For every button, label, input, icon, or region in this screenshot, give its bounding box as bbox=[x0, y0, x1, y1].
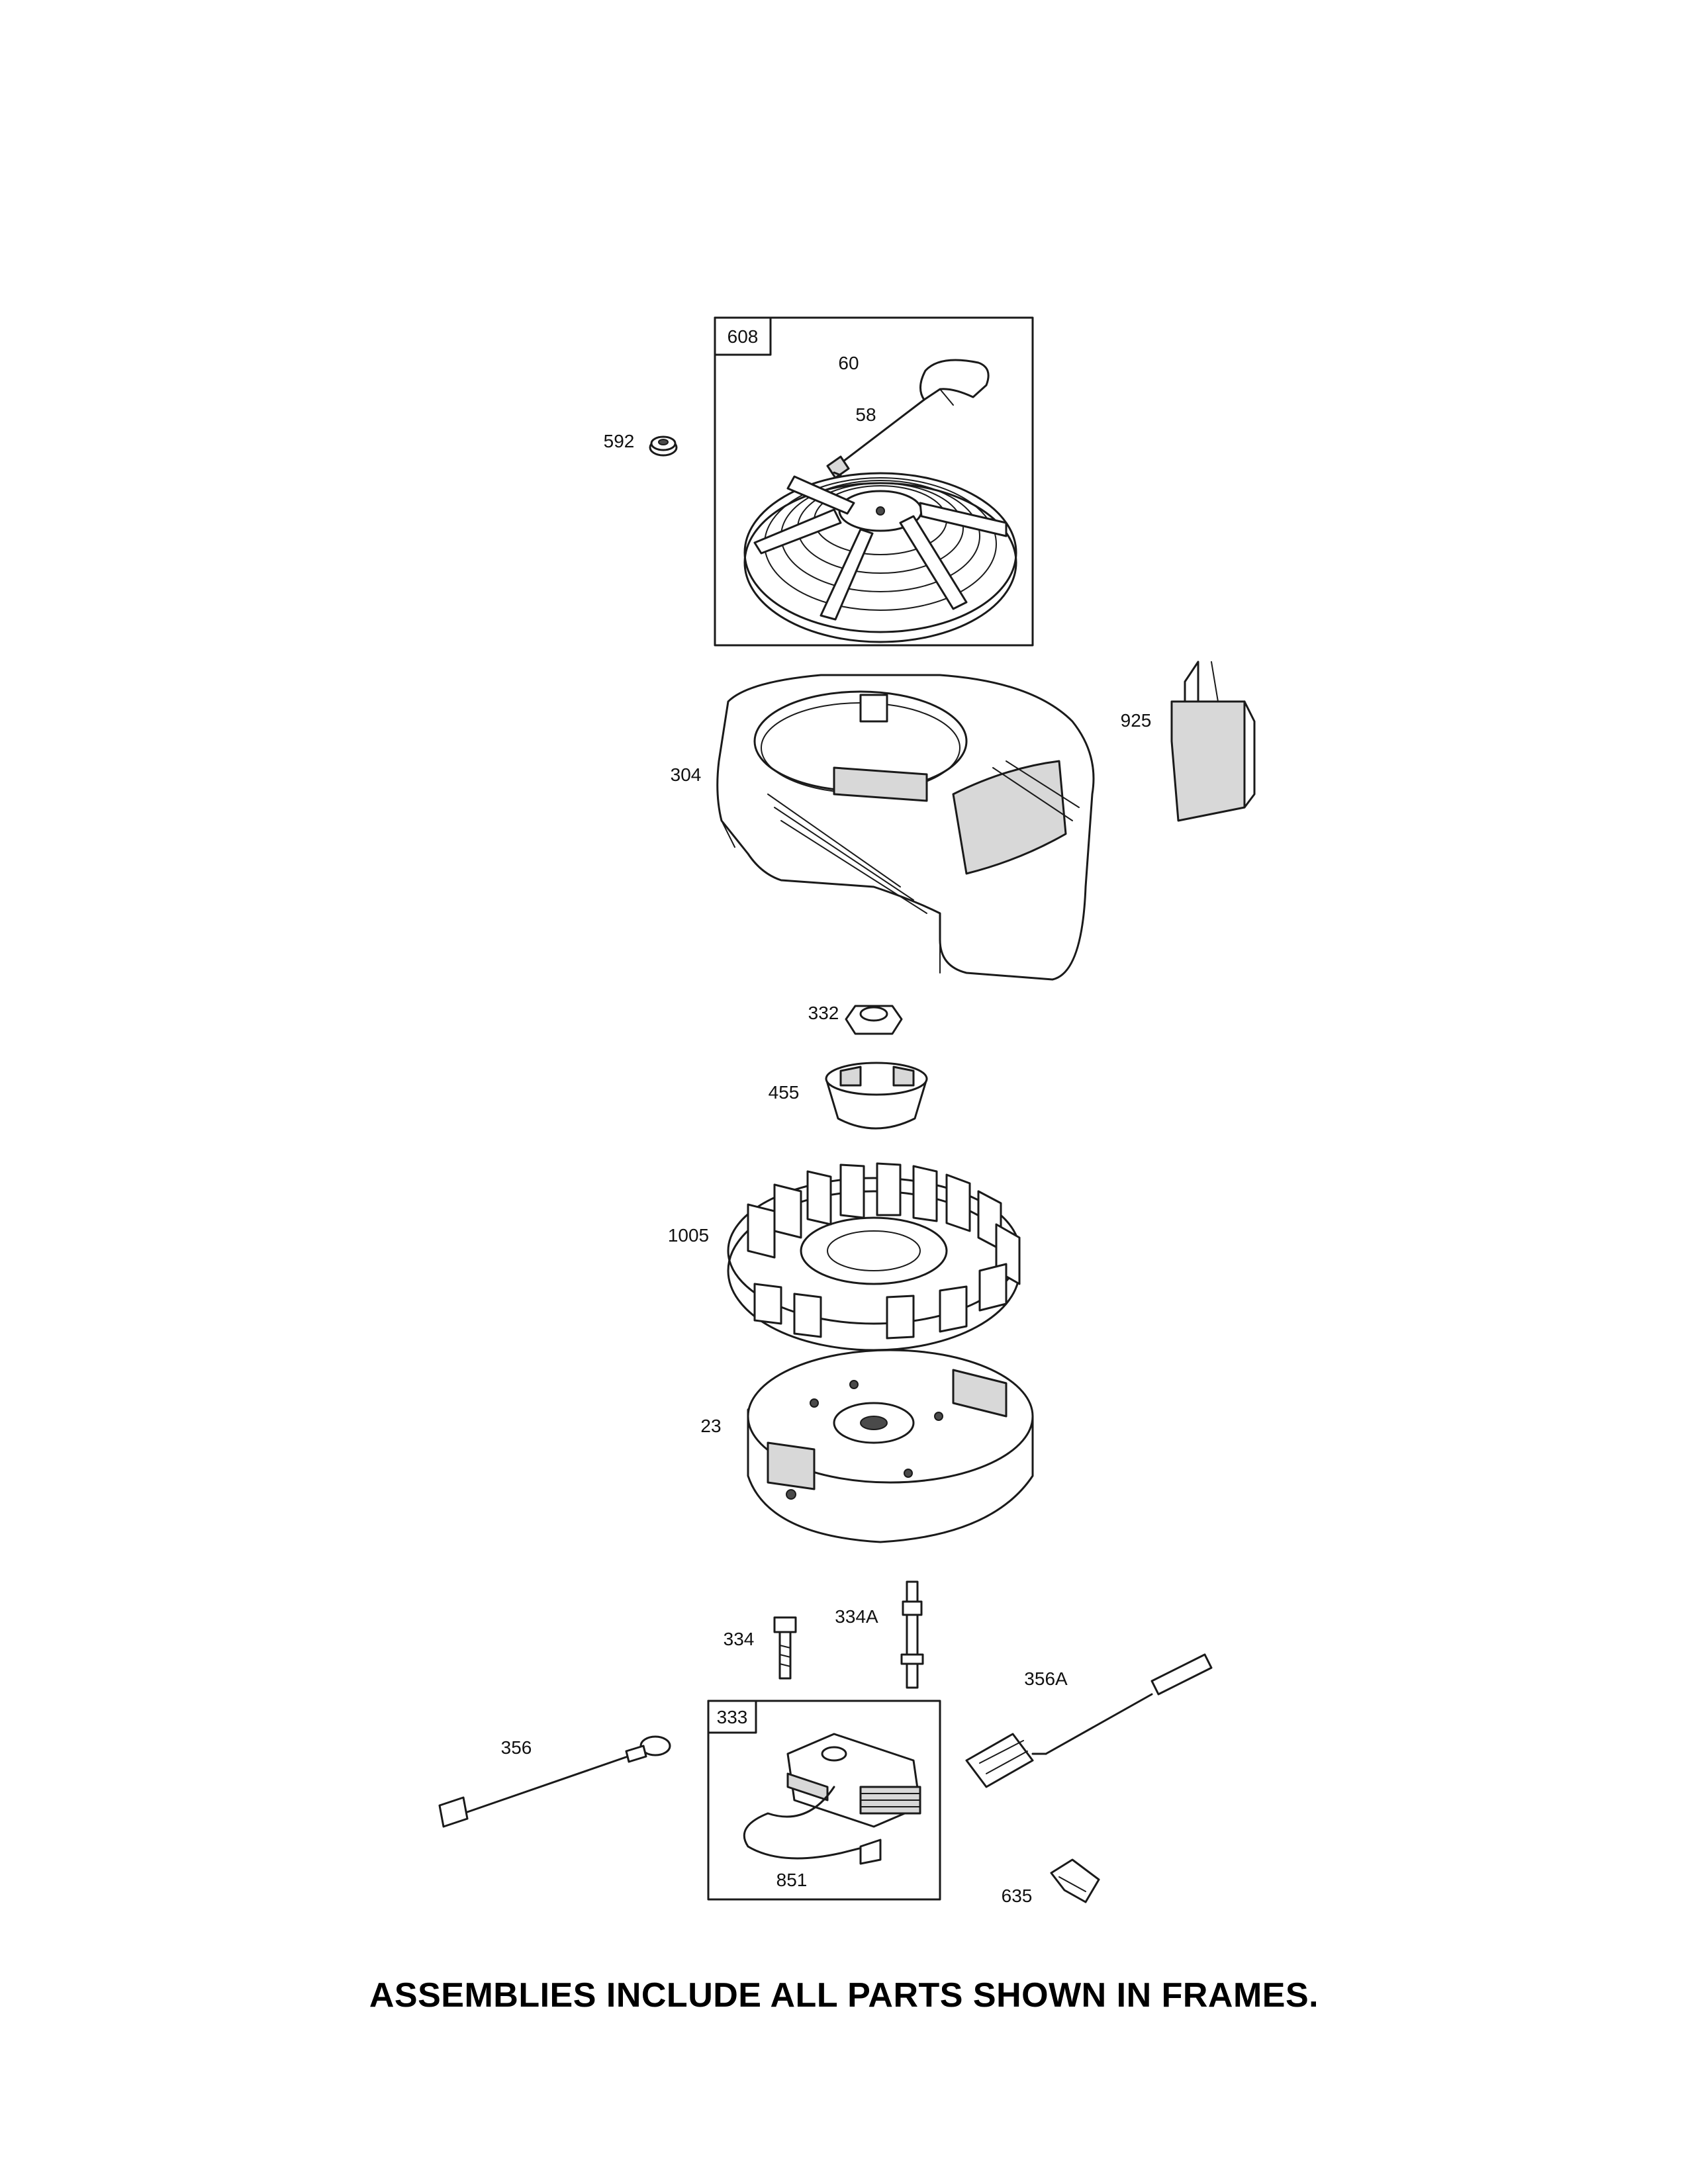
callout-304: 304 bbox=[671, 764, 702, 785]
callout-1005: 1005 bbox=[668, 1225, 709, 1246]
stud-334A bbox=[900, 1580, 924, 1689]
fan-fins bbox=[747, 1162, 1021, 1340]
callout-356: 356 bbox=[501, 1737, 532, 1758]
frame-333-label-box bbox=[707, 1700, 757, 1734]
callout-925: 925 bbox=[1121, 710, 1152, 731]
frame-608-border bbox=[714, 316, 1034, 647]
stop-wire-356A bbox=[965, 1653, 1213, 1788]
frame-608-group: 608 60 58 bbox=[714, 316, 1034, 647]
callout-356A: 356A bbox=[1024, 1668, 1068, 1689]
ignition-armature bbox=[743, 1733, 921, 1865]
callout-851: 851 bbox=[776, 1870, 808, 1890]
frame-333-label: 333 bbox=[717, 1707, 748, 1727]
callout-58: 58 bbox=[855, 404, 876, 425]
assemblies-note: ASSEMBLIES INCLUDE ALL PARTS SHOWN IN FR… bbox=[369, 1976, 1319, 2015]
callout-23: 23 bbox=[700, 1416, 721, 1436]
starter-cup-455 bbox=[825, 1062, 928, 1130]
starter-handle bbox=[919, 359, 990, 406]
flywheel-23 bbox=[747, 1349, 1034, 1543]
fan-1005 bbox=[727, 1162, 1021, 1351]
hex-nut-332 bbox=[845, 1005, 903, 1035]
callout-334: 334 bbox=[724, 1629, 755, 1649]
blower-housing-304 bbox=[716, 674, 1095, 981]
frame-608-label: 608 bbox=[727, 326, 759, 347]
callout-332: 332 bbox=[808, 1003, 839, 1023]
callout-592: 592 bbox=[604, 431, 635, 451]
frame-333-group: 333 851 bbox=[707, 1700, 941, 1901]
callout-455: 455 bbox=[769, 1082, 800, 1103]
bolt-334 bbox=[773, 1616, 797, 1680]
callout-635: 635 bbox=[1002, 1886, 1033, 1906]
ground-wire-356 bbox=[438, 1735, 671, 1828]
frame-608-label-box bbox=[714, 316, 772, 356]
starter-housing bbox=[743, 472, 1017, 643]
callout-60: 60 bbox=[838, 353, 859, 373]
frame-333-border bbox=[707, 1700, 941, 1901]
shield-925 bbox=[1170, 660, 1256, 822]
wire-clip-635 bbox=[1050, 1858, 1100, 1903]
flange-nut-592 bbox=[649, 435, 678, 457]
callout-334A: 334A bbox=[835, 1606, 878, 1627]
